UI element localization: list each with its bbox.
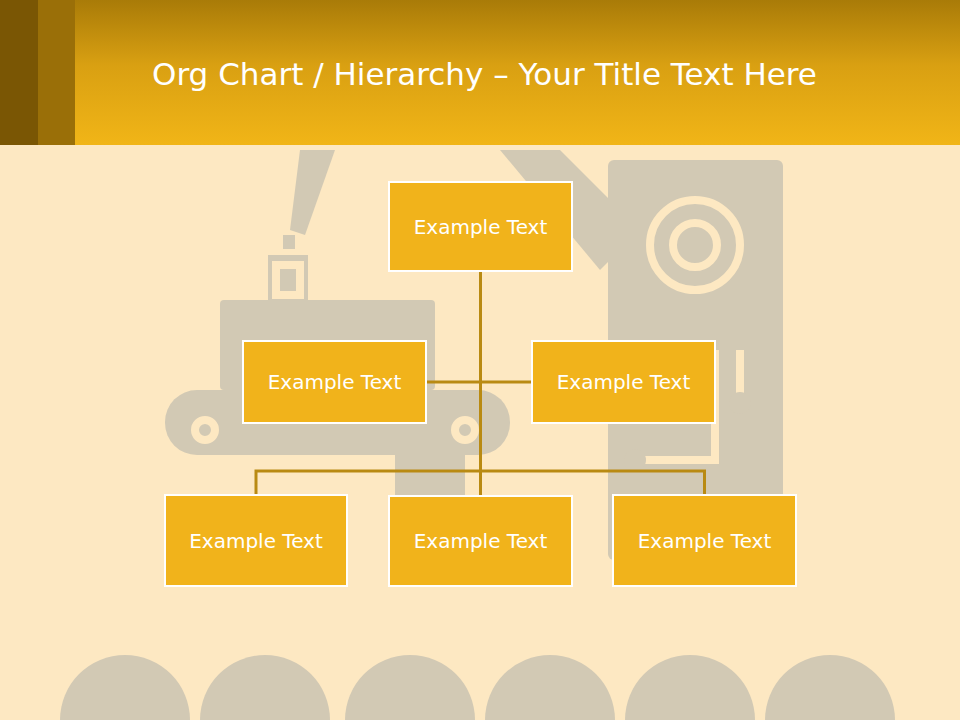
org-box: Example Text: [242, 340, 427, 424]
org-connector: [427, 272, 481, 382]
box-label: Example Text: [404, 529, 558, 553]
box-label: Example Text: [179, 529, 333, 553]
slide-title: Org Chart / Hierarchy – Your Title Text …: [152, 52, 942, 96]
title-text: Org Chart / Hierarchy – Your Title Text …: [152, 56, 817, 92]
org-connector: [256, 272, 481, 494]
org-connector: [481, 272, 532, 382]
org-box: Example Text: [164, 494, 348, 587]
box-label: Example Text: [404, 215, 558, 239]
box-label: Example Text: [628, 529, 782, 553]
org-box: Example Text: [612, 494, 797, 587]
box-label: Example Text: [258, 370, 412, 394]
org-box: Example Text: [388, 181, 573, 272]
box-label: Example Text: [547, 370, 701, 394]
org-connector: [481, 272, 705, 494]
org-box: Example Text: [388, 495, 573, 587]
org-box: Example Text: [531, 340, 716, 424]
